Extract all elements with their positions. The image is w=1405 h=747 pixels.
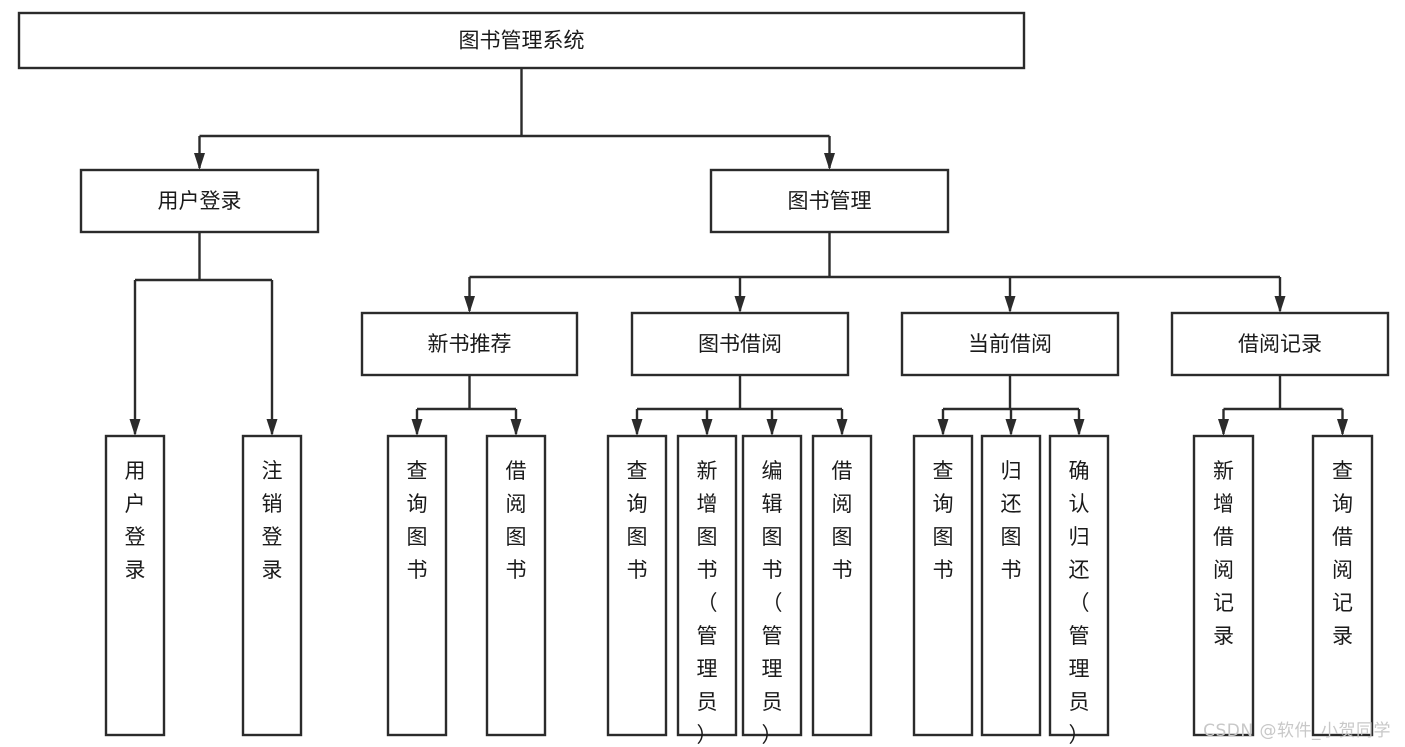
node-level3-图书借阅[interactable]: 图书借阅: [630, 311, 850, 377]
node-box[interactable]: [241, 434, 303, 737]
node-leaf-用户登录[interactable]: 用户登录: [104, 434, 166, 737]
node-level3-新书推荐[interactable]: 新书推荐: [360, 311, 579, 377]
node-box[interactable]: [980, 434, 1042, 737]
arrow-head-icon: [1274, 296, 1286, 313]
node-box[interactable]: [912, 434, 974, 737]
node-box[interactable]: [741, 434, 803, 737]
node-label: 借阅图书: [832, 459, 853, 582]
node-leaf-查询图书[interactable]: 查询图书: [606, 434, 668, 737]
node-label: 注销登录: [262, 459, 283, 582]
node-label: 新书推荐: [428, 332, 512, 356]
node-box[interactable]: [104, 434, 166, 737]
node-root-图书管理系统[interactable]: 图书管理系统: [17, 11, 1026, 70]
arrow-head-icon: [464, 296, 475, 313]
arrow-head-icon: [1004, 296, 1016, 313]
node-leaf-编辑图书管理员[interactable]: 编辑图书（管理员）: [741, 434, 803, 747]
node-label: 新增图书（管理员）: [697, 459, 718, 747]
node-level2-图书管理[interactable]: 图书管理: [709, 168, 950, 234]
node-leaf-借阅图书[interactable]: 借阅图书: [811, 434, 873, 737]
node-leaf-查询图书[interactable]: 查询图书: [912, 434, 974, 737]
arrow-head-icon: [194, 153, 205, 170]
node-box[interactable]: [17, 11, 1026, 70]
node-label: 查询图书: [407, 459, 428, 582]
node-leaf-注销登录[interactable]: 注销登录: [241, 434, 303, 737]
node-leaf-新增借阅记录[interactable]: 新增借阅记录: [1192, 434, 1255, 737]
node-box[interactable]: [709, 168, 950, 234]
node-box[interactable]: [79, 168, 320, 234]
arrow-head-icon: [824, 153, 835, 170]
node-label: 查询图书: [627, 459, 648, 582]
node-label: 借阅记录: [1238, 332, 1322, 356]
node-label: 图书管理系统: [459, 29, 585, 53]
arrow-head-icon: [411, 419, 423, 436]
node-leaf-归还图书[interactable]: 归还图书: [980, 434, 1042, 737]
node-label: 图书借阅: [698, 332, 782, 356]
node-leaf-借阅图书[interactable]: 借阅图书: [485, 434, 547, 737]
node-box[interactable]: [485, 434, 547, 737]
node-label: 当前借阅: [968, 332, 1052, 356]
arrow-head-icon: [631, 419, 643, 436]
node-label: 确认归还（管理员）: [1069, 459, 1090, 747]
node-leaf-查询图书[interactable]: 查询图书: [386, 434, 448, 737]
node-box[interactable]: [360, 311, 579, 377]
arrow-head-icon: [1073, 419, 1085, 436]
node-box[interactable]: [630, 311, 850, 377]
arrow-head-icon: [836, 419, 848, 436]
node-box[interactable]: [1048, 434, 1110, 737]
node-label: 用户登录: [158, 189, 242, 213]
arrow-head-icon: [1337, 419, 1348, 436]
arrow-head-icon: [129, 419, 141, 436]
node-box[interactable]: [1170, 311, 1390, 377]
node-level2-用户登录[interactable]: 用户登录: [79, 168, 320, 234]
node-leaf-新增图书管理员[interactable]: 新增图书（管理员）: [676, 434, 738, 747]
arrow-head-icon: [1005, 419, 1017, 436]
node-label: 编辑图书（管理员）: [762, 459, 783, 747]
node-box[interactable]: [1311, 434, 1374, 737]
node-box[interactable]: [606, 434, 668, 737]
node-label: 查询图书: [933, 459, 954, 582]
node-box[interactable]: [900, 311, 1120, 377]
node-layer: 图书管理系统用户登录图书管理新书推荐图书借阅当前借阅借阅记录用户登录注销登录查询…: [17, 11, 1390, 747]
node-level3-当前借阅[interactable]: 当前借阅: [900, 311, 1120, 377]
arrow-head-icon: [766, 419, 778, 436]
node-box[interactable]: [676, 434, 738, 737]
watermark-text: CSDN @软件_小贺同学: [1203, 721, 1391, 741]
arrow-head-icon: [734, 296, 746, 313]
arrow-head-icon: [266, 419, 278, 436]
connector-layer: [129, 68, 1348, 436]
node-label: 查询借阅记录: [1332, 459, 1353, 648]
node-box[interactable]: [1192, 434, 1255, 737]
node-box[interactable]: [811, 434, 873, 737]
arrow-head-icon: [701, 419, 713, 436]
arrow-head-icon: [937, 419, 949, 436]
node-leaf-确认归还管理员[interactable]: 确认归还（管理员）: [1048, 434, 1110, 747]
node-label: 借阅图书: [506, 459, 527, 582]
arrow-head-icon: [1218, 419, 1229, 436]
node-label: 用户登录: [125, 459, 146, 582]
node-leaf-查询借阅记录[interactable]: 查询借阅记录: [1311, 434, 1374, 737]
node-label: 归还图书: [1001, 459, 1022, 582]
node-box[interactable]: [386, 434, 448, 737]
node-label: 新增借阅记录: [1213, 459, 1234, 648]
node-label: 图书管理: [788, 189, 872, 213]
node-level3-借阅记录[interactable]: 借阅记录: [1170, 311, 1390, 377]
arrow-head-icon: [510, 419, 522, 436]
